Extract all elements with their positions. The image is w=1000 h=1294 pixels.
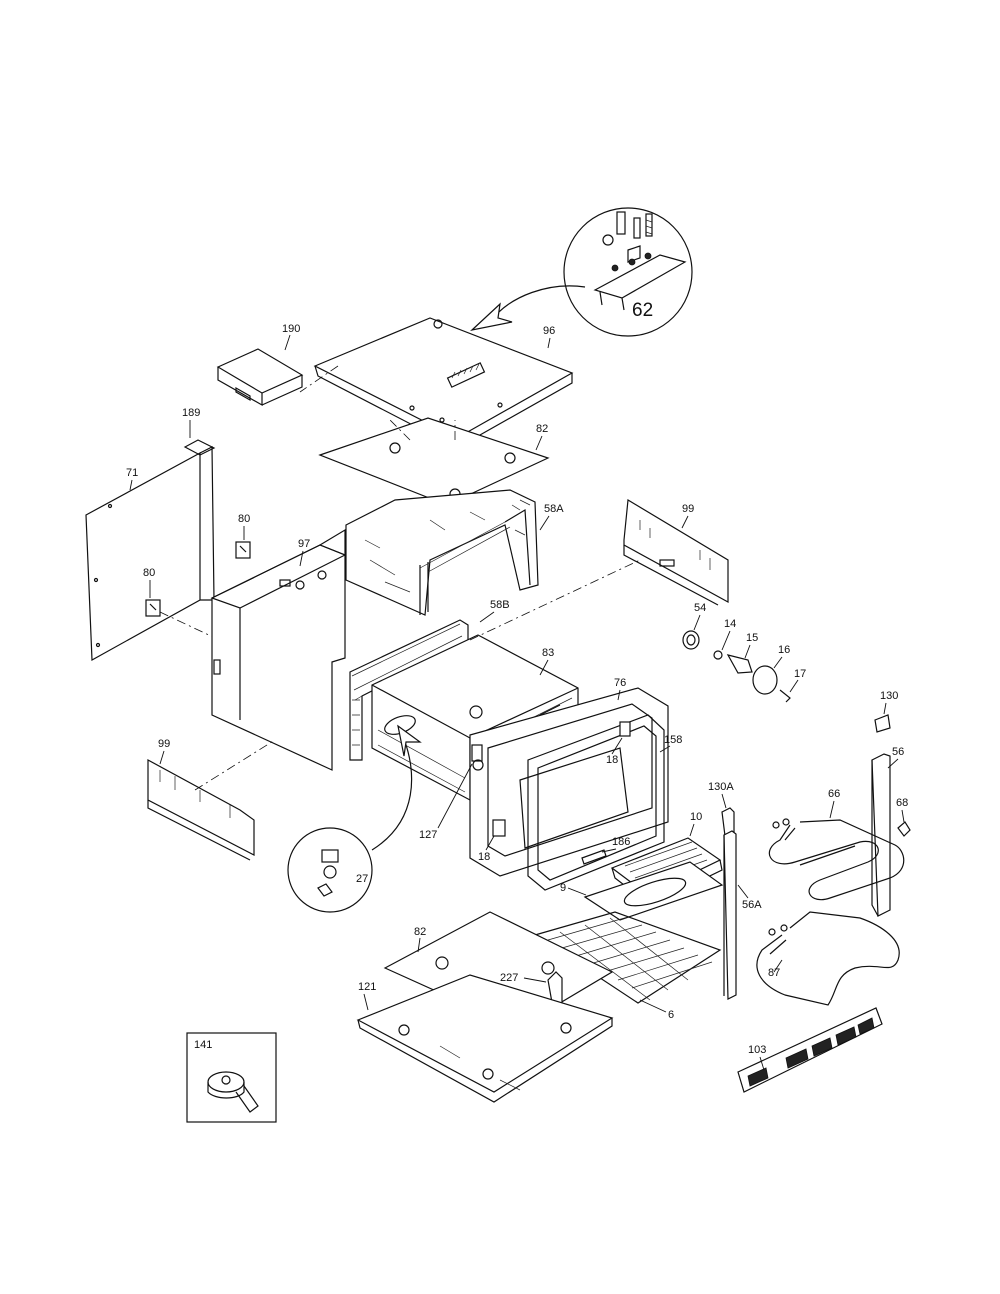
callout-99-top: 99	[682, 503, 694, 515]
callout-190: 190	[282, 323, 300, 335]
callout-18-lower: 18	[478, 851, 490, 863]
clip-80-lower	[145, 599, 161, 617]
callout-58A: 58A	[544, 503, 564, 515]
callout-227: 227	[500, 972, 518, 984]
callout-141: 141	[194, 1039, 212, 1051]
side-panel-71	[85, 439, 216, 661]
callout-17: 17	[794, 668, 806, 680]
callout-189: 189	[182, 407, 200, 419]
callout-96: 96	[543, 325, 555, 337]
hinge-18-lower	[492, 819, 506, 837]
outer-wrapper-58A	[345, 489, 539, 616]
callout-103: 103	[748, 1044, 766, 1056]
callout-54: 54	[694, 602, 706, 614]
bracket-130	[874, 714, 891, 733]
detail-circle-62-icon	[563, 207, 693, 337]
rear-panel-99-left	[147, 758, 255, 861]
callout-80-upper: 80	[238, 513, 250, 525]
callout-76: 76	[614, 677, 626, 689]
side-rail-56	[871, 753, 891, 917]
callout-14: 14	[724, 618, 736, 630]
callout-82-bottom: 82	[414, 926, 426, 938]
callout-130A: 130A	[708, 781, 734, 793]
callout-121: 121	[358, 981, 376, 993]
callout-158: 158	[664, 734, 682, 746]
callout-62: 62	[632, 300, 653, 321]
callout-18-upper: 18	[606, 754, 618, 766]
callout-71: 71	[126, 467, 138, 479]
clip-80-upper	[235, 541, 251, 559]
bracket-127	[471, 744, 484, 771]
control-panel-103	[737, 1007, 883, 1093]
broiler-pan-9	[583, 861, 724, 921]
callout-97: 97	[298, 538, 310, 550]
clip-68	[897, 821, 911, 837]
door-gasket-158	[527, 714, 665, 891]
curved-arrow-62-icon	[470, 285, 586, 332]
callout-80-lower: 80	[143, 567, 155, 579]
callout-186: 186	[612, 836, 630, 848]
callout-130: 130	[880, 690, 898, 702]
bottom-panel-121	[356, 974, 614, 1103]
rail-56A	[721, 807, 737, 1000]
callout-15: 15	[746, 632, 758, 644]
callout-66: 66	[828, 788, 840, 800]
callout-68: 68	[896, 797, 908, 809]
callout-27: 27	[356, 873, 368, 885]
body-frame-97	[210, 528, 347, 771]
detail-circle-27-icon	[287, 827, 373, 913]
callout-16: 16	[778, 644, 790, 656]
broil-element-66	[768, 818, 905, 901]
callout-56: 56	[892, 746, 904, 758]
bracket-190	[216, 348, 304, 407]
lamp-assembly	[682, 630, 791, 703]
callout-10: 10	[690, 811, 702, 823]
part-186	[581, 849, 607, 865]
bake-element-87	[756, 911, 900, 1006]
curved-arrow-27-icon	[371, 724, 422, 851]
callout-83: 83	[542, 647, 554, 659]
callout-9: 9	[560, 882, 566, 894]
callout-6: 6	[668, 1009, 674, 1021]
callout-87: 87	[768, 967, 780, 979]
rear-panel-99-top	[623, 498, 729, 606]
callout-99-left: 99	[158, 738, 170, 750]
callout-82-top: 82	[536, 423, 548, 435]
oven-rack-6	[533, 911, 722, 1004]
callout-127: 127	[419, 829, 437, 841]
callout-56A: 56A	[742, 899, 762, 911]
hinge-18-upper	[619, 721, 631, 737]
callout-58B: 58B	[490, 599, 510, 611]
detail-box-141-icon	[186, 1032, 277, 1123]
